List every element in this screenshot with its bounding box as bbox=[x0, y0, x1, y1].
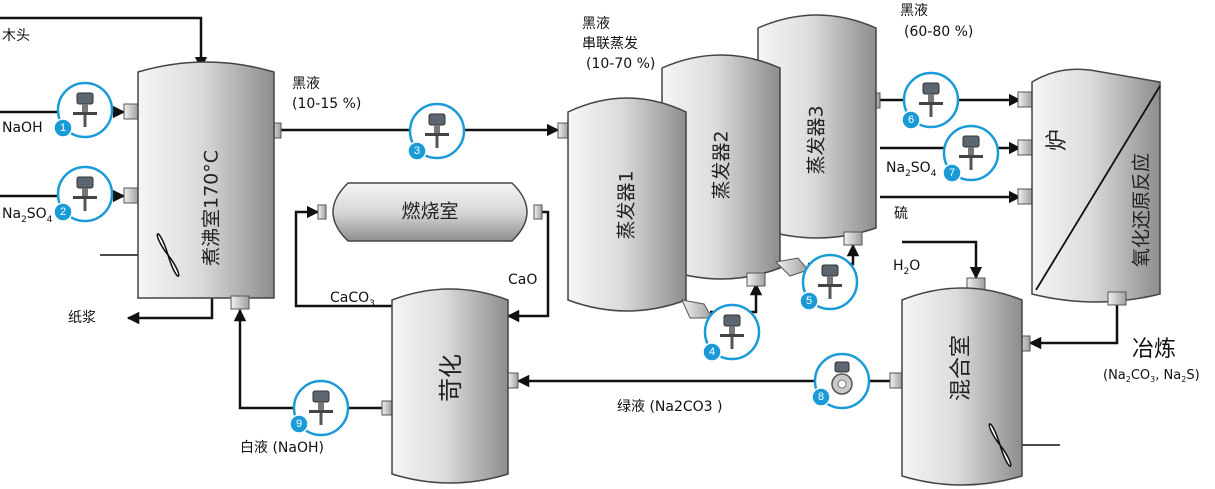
na2so4-part: SO bbox=[911, 160, 931, 176]
series-percent: (10-70 %) bbox=[586, 56, 655, 72]
cao-pipe bbox=[506, 210, 550, 323]
instrument-8[interactable]: 8 bbox=[811, 352, 871, 410]
cao-label: CaO bbox=[508, 272, 537, 288]
pulp-label: 纸浆 bbox=[68, 310, 96, 326]
instrument-3[interactable]: 3 bbox=[407, 102, 466, 161]
series-black-liquor-label: 黑液 bbox=[582, 16, 610, 32]
instrument-7[interactable]: 7 bbox=[942, 124, 1000, 183]
transmitter-icon bbox=[73, 176, 97, 211]
transmitter-icon bbox=[309, 390, 333, 425]
instrument-4[interactable]: 4 bbox=[702, 303, 761, 362]
transmitter-icon bbox=[919, 82, 943, 117]
causticizer-vessel: 苛化 bbox=[381, 288, 519, 484]
instrument-6[interactable]: 6 bbox=[901, 71, 960, 130]
smelt-part: , Na bbox=[1155, 368, 1181, 383]
naoh-label: NaOH bbox=[2, 120, 43, 136]
na2so4-part: Na bbox=[2, 206, 21, 222]
na2so4-sub: 4 bbox=[47, 215, 53, 225]
furnace-vessel: 炉 氧化还原反应 bbox=[1017, 68, 1161, 306]
digester-vessel: 煮沸室170°C bbox=[123, 61, 282, 310]
series-evap-label: 串联蒸发 bbox=[582, 36, 638, 52]
wood-feed-pipe bbox=[0, 16, 208, 70]
smelt-composition: (Na2CO3, Na2S) bbox=[1103, 368, 1200, 384]
water-pipe bbox=[902, 240, 983, 280]
transmitter-icon bbox=[73, 92, 97, 127]
instrument-9[interactable]: 9 bbox=[289, 379, 350, 437]
smelt-sub: 2 bbox=[1126, 375, 1131, 384]
evaporator-2-label: 蒸发器2 bbox=[711, 130, 733, 199]
evaporator-3-vessel: 蒸发器3 bbox=[757, 14, 881, 246]
smelt-sub: 2 bbox=[1181, 375, 1186, 384]
na2so4-label: Na2SO4 bbox=[2, 206, 53, 225]
furnace-top-label: 炉 bbox=[1045, 129, 1070, 151]
na2so4-part: Na bbox=[886, 160, 905, 176]
black-liquor-2-label: 黑液 bbox=[900, 3, 928, 19]
water-sub: 2 bbox=[904, 267, 910, 277]
instrument-number: 4 bbox=[709, 346, 715, 358]
furnace-bottom-label: 氧化还原反应 bbox=[1131, 153, 1153, 267]
instrument-1[interactable]: 1 bbox=[53, 81, 114, 139]
smelt-part: CO bbox=[1131, 368, 1150, 383]
pulp-out-pipe bbox=[126, 298, 214, 325]
wood-label: 木头 bbox=[2, 28, 30, 44]
transmitter-icon bbox=[818, 264, 842, 299]
evaporator-1-label: 蒸发器1 bbox=[616, 170, 638, 239]
green-liquor-label: 绿液 (Na2CO3 ) bbox=[617, 399, 723, 415]
labels: 木头 NaOH Na2SO4 纸浆 黑液 (10-15 %) 黑液 串联蒸发 (… bbox=[2, 3, 1200, 456]
transmitter-icon bbox=[959, 135, 983, 170]
black-liquor-1-label: 黑液 bbox=[292, 76, 320, 92]
smelt-part: S) bbox=[1186, 368, 1199, 383]
smelt-label: 冶炼 bbox=[1132, 337, 1176, 362]
black-liquor-2-percent: (60-80 %) bbox=[904, 24, 973, 40]
transmitter-icon bbox=[720, 314, 744, 349]
furnace-na2so4-label: Na2SO4 bbox=[886, 160, 937, 179]
caco3-label: CaCO3 bbox=[330, 290, 375, 309]
evaporator-1-vessel: 蒸发器1 bbox=[557, 97, 713, 319]
transmitter-icon bbox=[425, 113, 449, 148]
instrument-number: 7 bbox=[949, 167, 955, 179]
instrument-5[interactable]: 5 bbox=[799, 253, 859, 311]
caco3-part: CaCO bbox=[330, 290, 369, 306]
causticizer-label: 苛化 bbox=[437, 354, 465, 402]
na2so4-sub: 4 bbox=[931, 169, 937, 179]
water-part: O bbox=[909, 258, 920, 274]
instrument-number: 5 bbox=[806, 295, 812, 307]
instrument-number: 2 bbox=[60, 206, 66, 218]
mixer-vessel: 混合室 bbox=[889, 277, 1031, 486]
sulfur-label: 硫 bbox=[894, 206, 908, 222]
digester-label: 煮沸室170°C bbox=[201, 150, 223, 266]
na2so4-sub: 2 bbox=[905, 169, 911, 179]
agitator-icon bbox=[988, 423, 1012, 467]
na2so4-sub: 2 bbox=[21, 215, 27, 225]
mixer-label: 混合室 bbox=[949, 335, 974, 401]
instrument-number: 1 bbox=[60, 122, 66, 134]
flowmeter-icon bbox=[831, 361, 853, 395]
instrument-2[interactable]: 2 bbox=[53, 165, 114, 223]
smelt-part: (Na bbox=[1103, 368, 1126, 383]
smelt-sub: 3 bbox=[1150, 375, 1155, 384]
white-liquor-label: 白液 (NaOH) bbox=[240, 440, 324, 456]
agitator-icon bbox=[156, 233, 180, 277]
water-label: H2O bbox=[893, 258, 920, 277]
burner-label: 燃烧室 bbox=[401, 201, 458, 223]
instrument-number: 8 bbox=[818, 391, 824, 403]
caco3-sub: 3 bbox=[369, 299, 375, 309]
black-liquor-1-percent: (10-15 %) bbox=[292, 96, 361, 112]
smelt-pipe bbox=[1028, 305, 1119, 350]
instrument-number: 6 bbox=[908, 114, 914, 126]
burner-vessel: 燃烧室 bbox=[317, 182, 543, 242]
instrument-number: 3 bbox=[414, 145, 420, 157]
caco3-pipe bbox=[294, 205, 392, 308]
water-part: H bbox=[893, 258, 904, 274]
na2so4-part: SO bbox=[27, 206, 47, 222]
instrument-number: 9 bbox=[296, 418, 302, 430]
evaporator-3-label: 蒸发器3 bbox=[806, 105, 828, 174]
